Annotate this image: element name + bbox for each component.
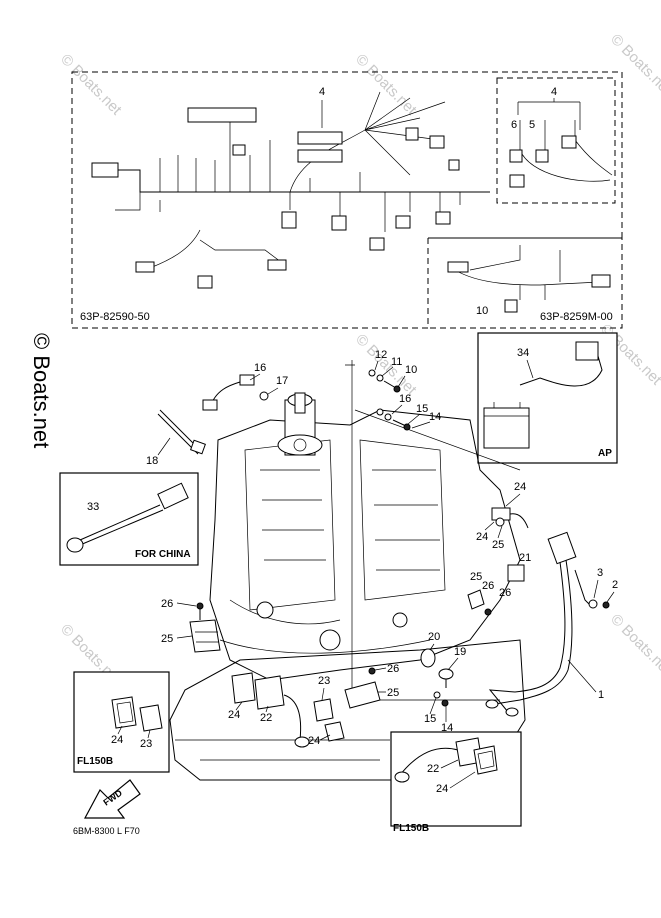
callout-16: 16 [254,362,266,374]
ap-label: AP [598,448,612,459]
callout-33: 33 [87,501,99,513]
callout-26b: 26 [387,663,399,675]
footer-code: 6BM-8300 L F70 [73,826,140,836]
inset-fl150b-right: 22 24 FL150B [390,731,522,834]
callout-2: 2 [612,579,618,591]
callout-24c: 24 [111,734,123,746]
callout-23a: 23 [318,675,330,687]
watermark-top-left: © Boats.net [57,51,125,119]
fl150b-left-label: FL150B [77,756,113,767]
callout-28: 24 [476,531,488,543]
fwd-arrow: FWD [83,779,141,819]
callout-3: 3 [597,567,603,579]
watermark-top-mid: © Boats.net [352,51,420,119]
inset-ap: 34 AP [477,332,618,464]
harness-box: 4 4 5 6 10 63P-82590-50 63P-8259M-00 [71,71,623,329]
callout-15: 15 [424,713,436,725]
callout-4b: 4 [551,86,557,98]
callout-23b: 23 [140,738,152,750]
callout-32: 26 [482,580,494,592]
callout-12: 15 [416,403,428,415]
callout-10: 10 [476,305,488,317]
callout-17: 17 [276,375,288,387]
callout-20: 20 [428,631,440,643]
callout-11: 14 [429,411,441,423]
callout-25a: 25 [161,633,173,645]
china-label: FOR CHINA [135,549,191,560]
callout-29: 25 [492,539,504,551]
callout-1: 1 [598,689,604,701]
callout-24b: 24 [308,735,320,747]
callout-24d: 24 [436,783,448,795]
callout-7: 10 [405,364,417,376]
inset-china: 33 FOR CHINA [59,472,199,566]
harness-code-sub: 63P-8259M-00 [540,311,613,323]
parts-top: 16 17 18 12 11 10 16 15 14 [146,349,441,467]
callout-34: 34 [517,347,529,359]
engine-block [169,360,526,781]
callout-25b: 25 [387,687,399,699]
callout-31: 26 [499,587,511,599]
callout-8: 11 [391,356,402,368]
watermark-side: © Boats.net [29,333,54,448]
inset-fl150b-left: 24 23 FL150B [73,671,170,773]
callout-30: 25 [470,571,482,583]
callout-22a: 22 [260,712,272,724]
harness-code-main: 63P-82590-50 [80,311,150,323]
callout-9: 12 [375,349,387,361]
callout-21: 21 [519,552,531,564]
watermark-bot-right: © Boats.net [607,611,661,679]
callout-18: 18 [146,455,158,467]
callout-5: 5 [529,119,535,131]
callout-24a: 24 [228,709,240,721]
parts-left: 26 25 22 24 23 24 [161,598,345,748]
callout-22b: 22 [427,763,439,775]
watermark-top-right: © Boats.net [607,31,661,99]
callout-13: 16 [399,393,411,405]
callout-26a: 26 [161,598,173,610]
callout-4a: 4 [319,86,325,98]
callout-27: 24 [514,481,526,493]
parts-right: 24 24 25 21 25 26 26 3 2 1 20 19 [344,481,618,734]
callout-14: 14 [441,722,453,734]
callout-19: 19 [454,646,466,658]
fl150b-right-label: FL150B [393,823,429,834]
callout-6: 6 [511,119,517,131]
